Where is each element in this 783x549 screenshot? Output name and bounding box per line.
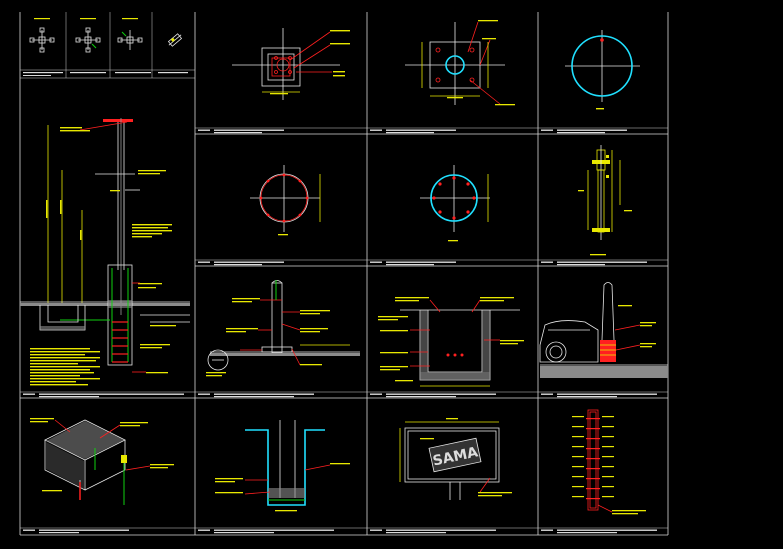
- panel-isometric-footing: [30, 418, 174, 505]
- panel-pole-elevation: [20, 118, 190, 386]
- panel-bolt-pattern-plate: [405, 20, 515, 106]
- panel-reinforcement-column: [572, 409, 646, 515]
- panel-signboard: SAMA: [399, 418, 512, 500]
- panel-pipe-section: [565, 30, 640, 110]
- panel-pole-beside-car: [539, 282, 668, 378]
- panel-trench-section: [215, 420, 350, 512]
- panel-base-detail: [206, 280, 360, 377]
- panel-pole-base-plans: [20, 12, 195, 79]
- panel-grid: [19, 12, 669, 536]
- title-blocks: [23, 72, 657, 534]
- panel-foundation-box-section: [378, 297, 524, 387]
- panel-base-plate-plan: [232, 28, 350, 100]
- panel-circular-section-rebar: [250, 165, 321, 236]
- panel-circular-section-bolts: [420, 165, 490, 242]
- panel-anchor-bolt-elevation: [578, 145, 632, 256]
